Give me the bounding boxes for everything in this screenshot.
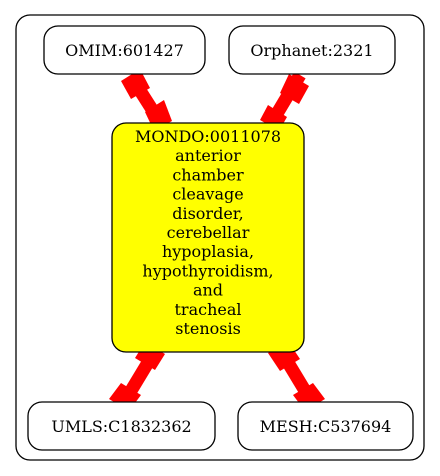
center-label-line: hypothyroidism, xyxy=(142,261,273,280)
center-label-line: cerebellar xyxy=(167,223,250,242)
edge-omim-mondo xyxy=(121,69,172,131)
center-label-line: and xyxy=(193,281,223,300)
node-umls[interactable]: UMLS:C1832362 xyxy=(27,401,216,451)
center-label-line: cleavage xyxy=(172,185,243,204)
center-label-line: anterior xyxy=(175,146,241,165)
center-label-line: MONDO:0011078 xyxy=(135,127,281,146)
node-mesh[interactable]: MESH:C537694 xyxy=(237,401,414,451)
arrowhead xyxy=(121,69,150,99)
node-orphanet-label: Orphanet:2321 xyxy=(250,41,373,60)
center-label-line: stenosis xyxy=(175,319,241,338)
center-label-line: hypoplasia, xyxy=(162,242,254,261)
arrowhead xyxy=(280,74,309,104)
node-umls-label: UMLS:C1832362 xyxy=(51,417,191,436)
node-mesh-label: MESH:C537694 xyxy=(260,417,392,436)
node-orphanet[interactable]: Orphanet:2321 xyxy=(228,25,396,75)
edge-orphanet-mondo xyxy=(260,71,309,131)
node-omim[interactable]: OMIM:601427 xyxy=(43,25,206,75)
center-label-line: disorder, xyxy=(172,204,244,223)
center-label-line: chamber xyxy=(172,165,244,184)
node-omim-label: OMIM:601427 xyxy=(65,41,184,60)
center-label-line: tracheal xyxy=(174,300,241,319)
